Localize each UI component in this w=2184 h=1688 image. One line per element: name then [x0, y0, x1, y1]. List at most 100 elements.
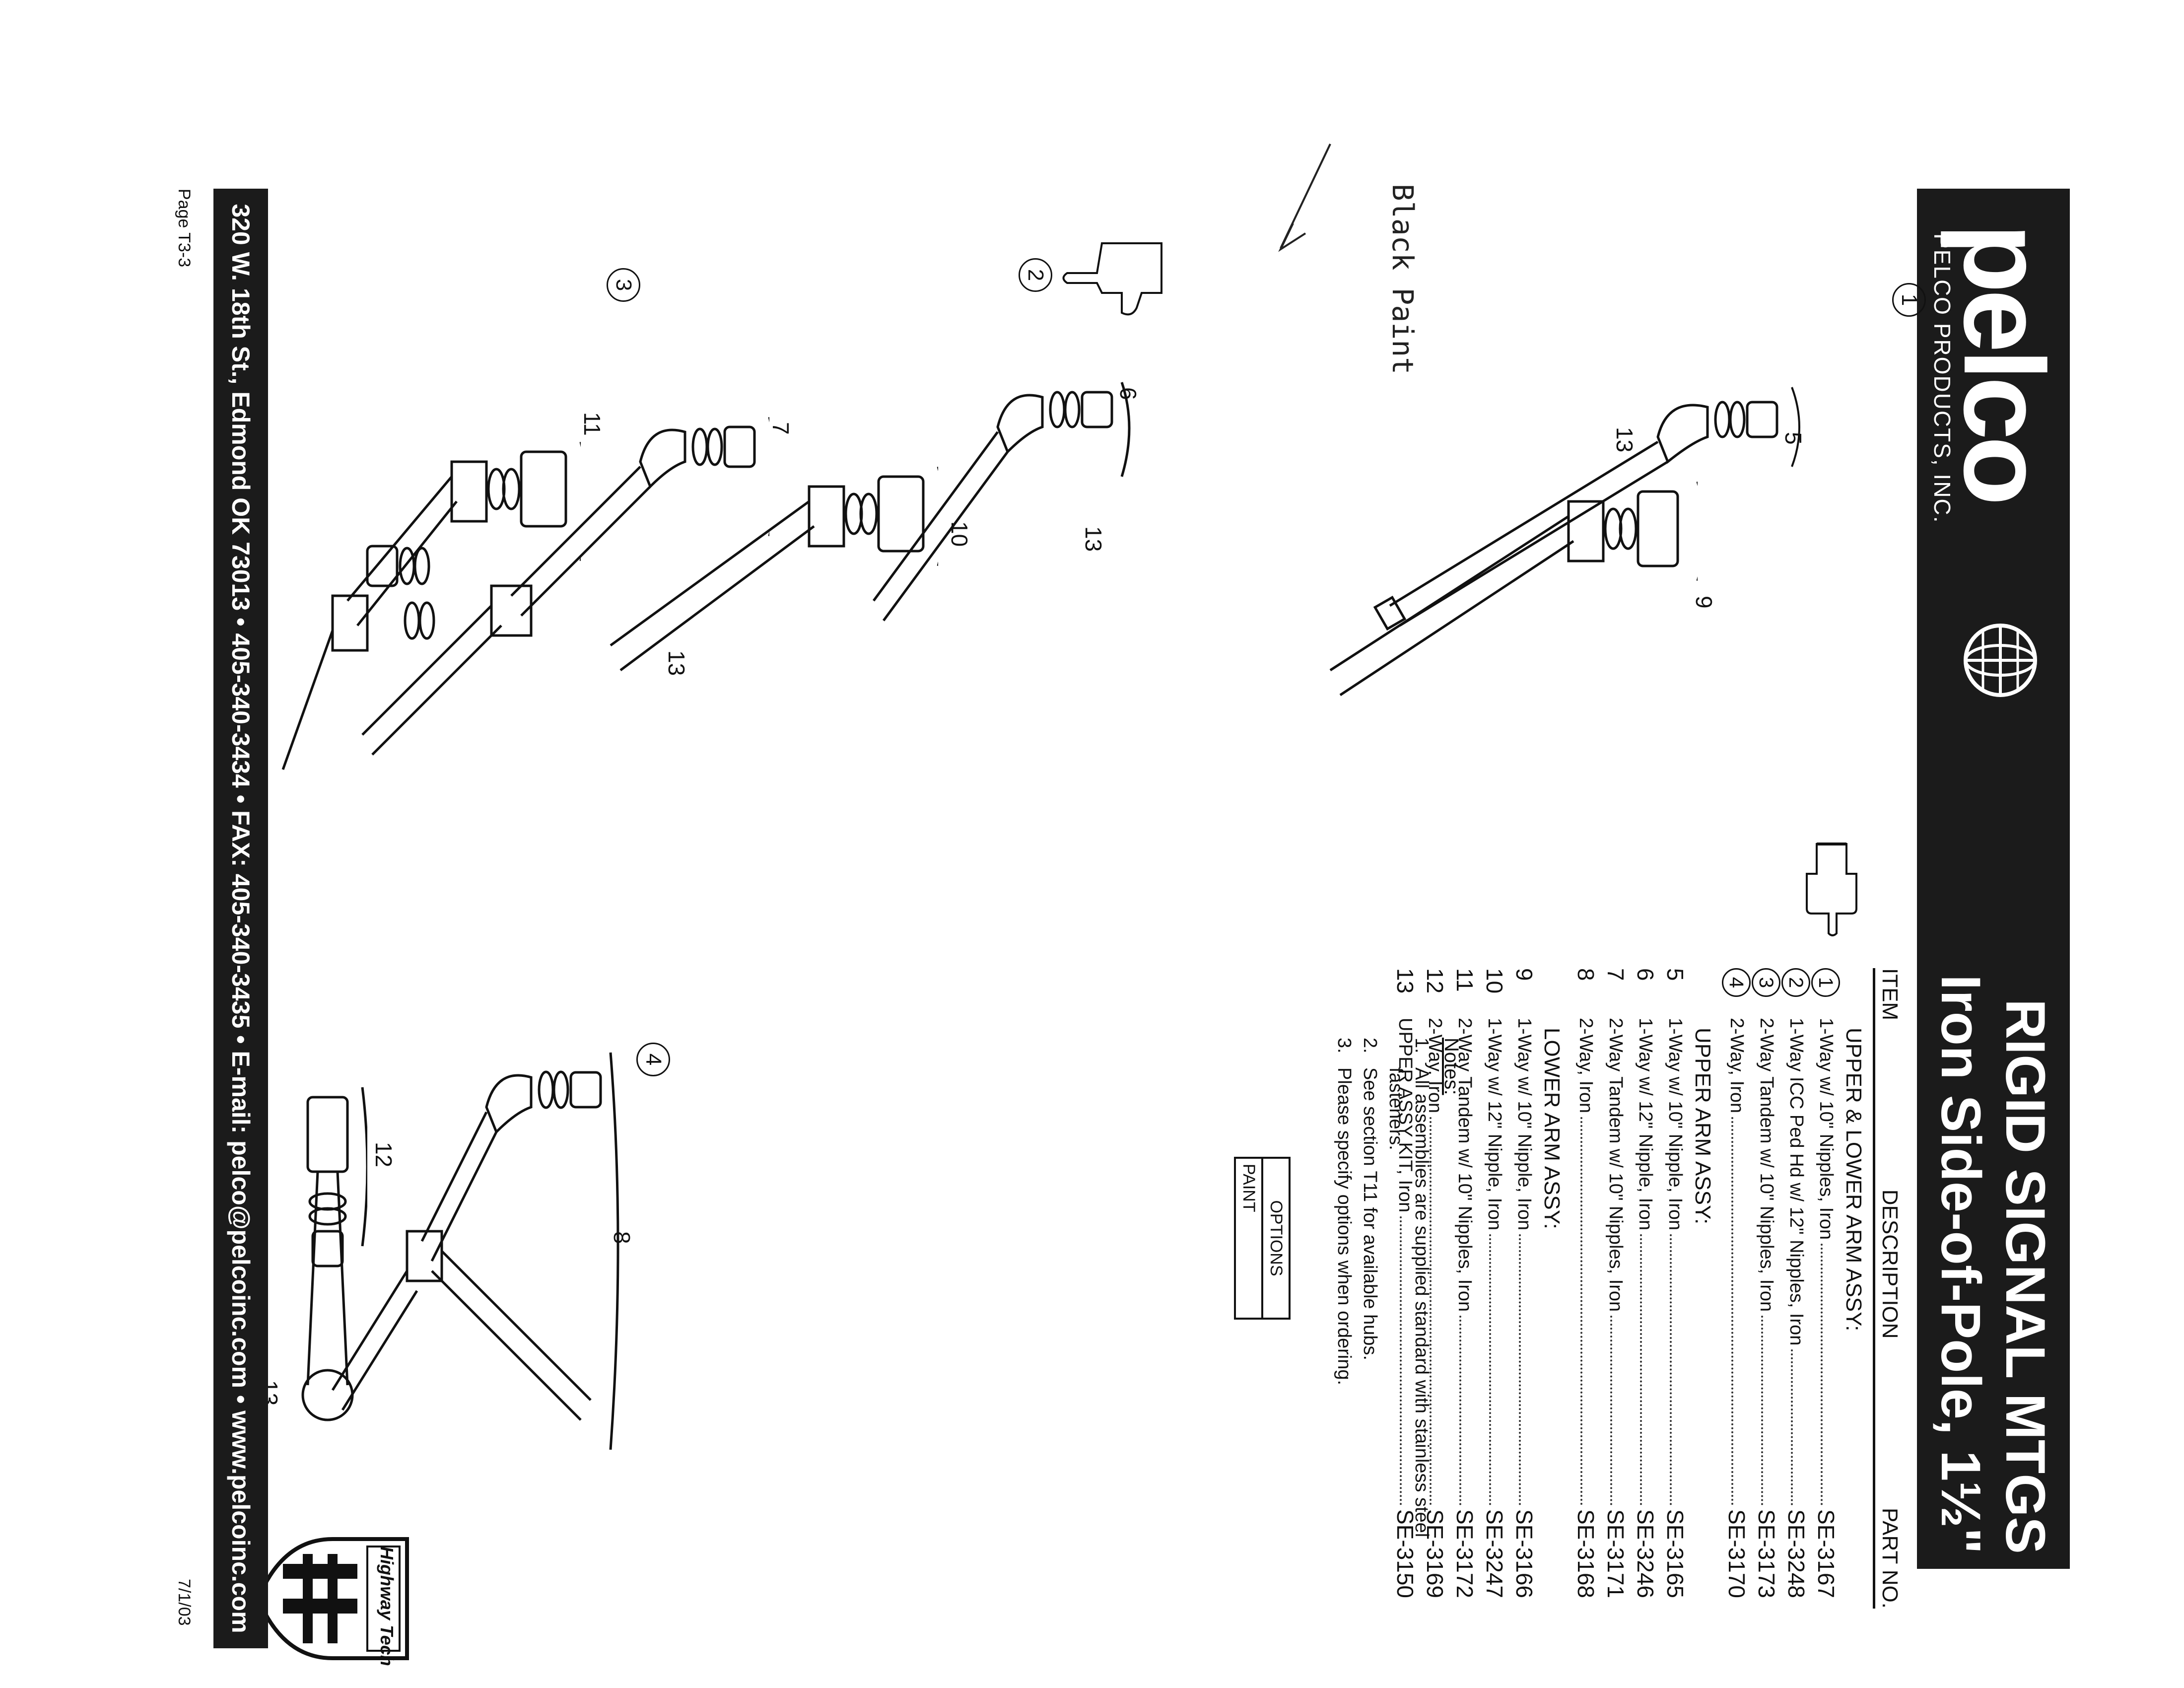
item-number: 10	[1481, 968, 1508, 1018]
item-number-value: 3	[1752, 968, 1781, 997]
leader-dots	[1519, 1234, 1530, 1505]
item-description: 1-Way w/ 10" Nipples, Iron	[1816, 1018, 1837, 1240]
leader-dots	[1731, 1117, 1742, 1505]
handwritten-note: Black Paint	[1386, 184, 1420, 375]
item-description: 1-Way w/ 12" Nipple, Iron	[1635, 1018, 1656, 1231]
item-description: 2-Way Tandem w/ 10" Nipples, Iron	[1605, 1018, 1627, 1312]
item-number: 9	[1511, 968, 1538, 1018]
assy-number-3: 3	[607, 268, 640, 302]
item-number-value: 9	[1511, 968, 1537, 981]
item-number-value: 5	[1662, 968, 1688, 981]
logo-subtitle: PELCO PRODUCTS, INC.	[1929, 233, 1955, 524]
part-number: SE-3173	[1754, 1509, 1779, 1599]
logo-wordmark: pelco	[1940, 223, 2068, 502]
leader-dots	[1580, 1117, 1591, 1505]
notes-title: Notes:	[1440, 1038, 1462, 1095]
parts-table: ITEM DESCRIPTION PART NO. UPPER & LOWER …	[1390, 968, 1906, 1609]
part-number: SE-3248	[1783, 1509, 1809, 1599]
item-number-value: 8	[1573, 968, 1599, 981]
options-title: OPTIONS	[1261, 1159, 1289, 1318]
arrow-icon	[1278, 143, 1331, 252]
leader-dots	[1670, 1234, 1681, 1505]
item-number-value: 1	[1811, 968, 1841, 997]
part-number: SE-3165	[1662, 1509, 1688, 1599]
note-number: 2.	[1360, 1038, 1380, 1054]
pelco-logo: pelco PELCO PRODUCTS, INC.	[1926, 223, 2068, 720]
item-number-value: 10	[1482, 968, 1507, 994]
footer-page-number: Page T3-3	[175, 189, 194, 268]
footer-date: 7/1/03	[175, 1579, 194, 1626]
pointing-hand-icon	[1806, 843, 1857, 936]
item-number: 3	[1752, 968, 1781, 1018]
label-7: 7	[768, 422, 794, 435]
leader-dots	[1640, 1234, 1651, 1505]
item-number-value: 4	[1722, 968, 1751, 997]
item-description: 1-Way w/ 10" Nipple, Iron	[1665, 1018, 1686, 1231]
label-9: 9	[1691, 596, 1717, 609]
part-number: SE-3167	[1813, 1509, 1839, 1599]
part-number: SE-3246	[1633, 1509, 1658, 1599]
note-number: 3.	[1334, 1038, 1355, 1054]
item-number: 6	[1632, 968, 1659, 1018]
pointing-hand-icon-2	[1062, 242, 1162, 316]
notes-block: Notes: 1. All assemblies are supplied st…	[1331, 1038, 1464, 1594]
assembly-10-drawing	[610, 466, 938, 672]
item-description: 2-Way, Iron	[1575, 1018, 1597, 1114]
item-number: 2	[1781, 968, 1811, 1018]
col-item: ITEM	[1878, 968, 1902, 1021]
item-number: 13	[1392, 968, 1419, 1018]
part-number: SE-3166	[1511, 1509, 1537, 1599]
item-number: 12	[1422, 968, 1448, 1018]
label-11: 11	[579, 412, 605, 436]
part-number: SE-3168	[1573, 1509, 1599, 1599]
table-section-title: UPPER ARM ASSY:	[1691, 1028, 1715, 1225]
item-number: 5	[1662, 968, 1689, 1018]
note-item: 3. Please specify options when ordering.	[1331, 1038, 1357, 1594]
part-number: SE-3170	[1724, 1509, 1750, 1599]
assembly-8-drawing	[331, 1052, 619, 1450]
options-item-paint: PAINT	[1239, 1164, 1258, 1212]
item-description: 2-Way Tandem w/ 10" Nipples, Iron	[1756, 1018, 1777, 1312]
part-number: SE-3171	[1603, 1509, 1629, 1599]
assembly-5-drawing	[1373, 387, 1800, 631]
assy-number-4: 4	[636, 1043, 670, 1076]
options-box: OPTIONS PAINT	[1234, 1157, 1291, 1320]
label-12: 12	[371, 1142, 397, 1168]
leader-dots	[1791, 1349, 1802, 1505]
table-header: ITEM DESCRIPTION PART NO.	[1873, 968, 1906, 1609]
highway-tech-text: Highway Tech	[377, 1547, 397, 1666]
item-number-value: 2	[1781, 968, 1811, 997]
assembly-9-drawing	[1329, 481, 1698, 697]
label-13-b: 13	[1081, 526, 1106, 552]
item-number: 1	[1811, 968, 1841, 1018]
label-8: 8	[609, 1231, 635, 1244]
leader-dots	[1610, 1316, 1621, 1505]
assy-number-1: 1	[1892, 283, 1926, 317]
item-number-value: 6	[1633, 968, 1658, 981]
page-title: RIGID SIGNAL MTGS	[1994, 999, 2056, 1554]
item-description: 1-Way ICC Ped Hd w/ 12" Nipples, Iron	[1786, 1018, 1807, 1346]
note-item: 1. All assemblies are supplied standard …	[1383, 1038, 1434, 1594]
leader-dots	[1821, 1244, 1832, 1505]
item-number-value: 7	[1603, 968, 1629, 981]
note-number: 1.	[1411, 1038, 1432, 1054]
col-part-no: PART NO.	[1878, 1508, 1902, 1609]
label-13-c: 13	[664, 650, 689, 676]
assembly-6-drawing	[872, 382, 1131, 622]
item-description: 2-Way, Iron	[1726, 1018, 1748, 1114]
item-number: 8	[1572, 968, 1599, 1018]
item-number: 4	[1722, 968, 1752, 1018]
item-number-value: 11	[1452, 968, 1478, 992]
label-10: 10	[947, 521, 972, 547]
footer-band: 320 W. 18th St., Edmond OK 73013 • 405-3…	[213, 189, 268, 1648]
leader-dots	[1489, 1234, 1500, 1505]
